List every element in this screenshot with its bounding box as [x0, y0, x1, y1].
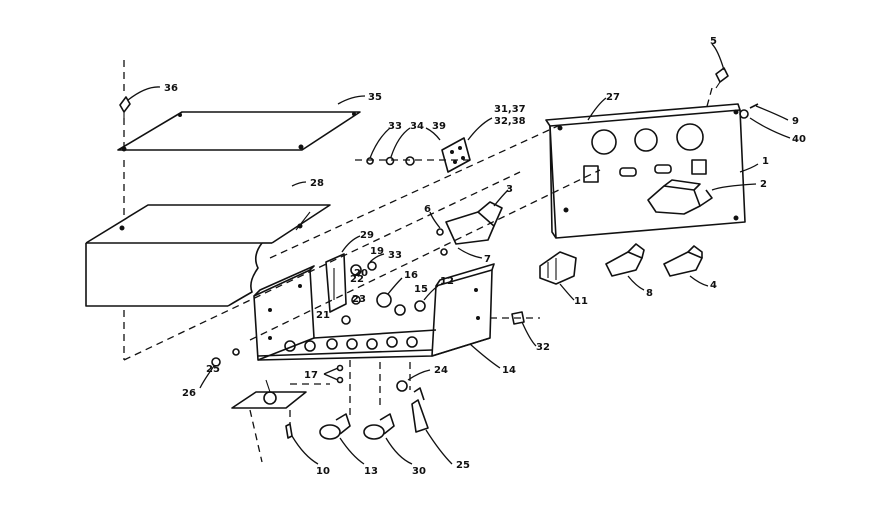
callout-24: 24	[434, 365, 448, 376]
callout-31-37: 31,37	[494, 104, 526, 115]
knob-a	[319, 413, 351, 440]
callout-12: 12	[440, 276, 454, 287]
callout-7: 7	[484, 254, 491, 265]
callout-9: 9	[792, 116, 799, 127]
bottom-plate	[231, 391, 307, 409]
callout-22: 22	[350, 274, 364, 285]
lamp-socket	[396, 380, 408, 392]
panel-switch	[647, 179, 713, 215]
relay	[436, 201, 503, 256]
cover-screw	[119, 96, 131, 118]
small-pin	[285, 423, 293, 439]
callout-23: 23	[352, 294, 366, 305]
fuse-holder	[411, 387, 429, 433]
callout-33: 33	[388, 121, 402, 132]
callout-33-internal: 33	[388, 250, 402, 261]
callout-32-38: 32,38	[494, 116, 526, 127]
callout-11: 11	[574, 296, 588, 307]
callout-labels: 36 35 33 34 39 31,37 32,38 27 5 9 40 1 2…	[164, 36, 806, 477]
callout-39: 39	[432, 121, 446, 132]
callout-13: 13	[364, 466, 378, 477]
callout-36: 36	[164, 83, 178, 94]
rotary-switch	[539, 251, 577, 285]
cabinet-housing	[85, 204, 331, 307]
knob-hardware	[739, 103, 759, 119]
mounting-bracket	[325, 253, 347, 313]
toggle-switch-b	[663, 245, 703, 277]
terminal-board	[441, 137, 471, 173]
callout-40: 40	[792, 134, 806, 145]
callout-6: 6	[424, 204, 431, 215]
callout-3: 3	[506, 184, 513, 195]
callout-14: 14	[502, 365, 516, 376]
callout-10: 10	[316, 466, 330, 477]
callout-8: 8	[646, 288, 653, 299]
left-hardware	[211, 348, 240, 367]
top-right-screw	[715, 67, 729, 89]
chassis-tray	[253, 263, 495, 361]
callout-27: 27	[606, 92, 620, 103]
knob-b	[363, 413, 395, 440]
small-screws	[336, 364, 344, 384]
callout-32: 32	[536, 342, 550, 353]
callout-2: 2	[760, 179, 767, 190]
callout-29: 29	[360, 230, 374, 241]
callout-4: 4	[710, 280, 717, 291]
hardware-row	[366, 156, 415, 166]
toggle-switch-a	[605, 243, 645, 277]
callout-28: 28	[310, 178, 324, 189]
callout-1: 1	[762, 156, 769, 167]
side-screw	[511, 311, 525, 325]
callout-25-left: 25	[206, 364, 220, 375]
callout-30: 30	[412, 466, 426, 477]
callout-25-bottom: 25	[456, 460, 470, 471]
callout-5: 5	[710, 36, 717, 47]
callout-19: 19	[370, 246, 384, 257]
callout-21-tray: 21	[316, 310, 330, 321]
front-panel	[545, 103, 746, 239]
callout-15: 15	[414, 284, 428, 295]
callout-26: 26	[182, 388, 196, 399]
top-cover-plate	[117, 111, 361, 152]
internal-components	[341, 261, 426, 325]
callout-17: 17	[304, 370, 318, 381]
callout-20: 20	[354, 268, 368, 279]
callout-16: 16	[404, 270, 418, 281]
callout-34: 34	[410, 121, 424, 132]
callout-35-top: 35	[368, 92, 382, 103]
